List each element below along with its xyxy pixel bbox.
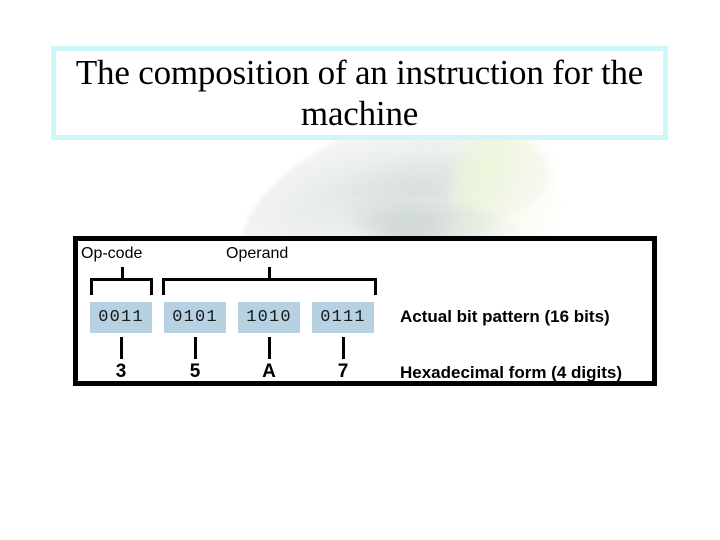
hex-digit: A xyxy=(262,361,276,382)
slide-title-box: The composition of an instruction for th… xyxy=(51,46,668,140)
nibble-hex-connector xyxy=(342,337,345,359)
nibble-box: 0011 xyxy=(90,302,152,333)
hexadecimal-caption: Hexadecimal form (4 digits) xyxy=(400,363,623,382)
hex-digit: 3 xyxy=(115,361,127,382)
instruction-format-diagram: Op-code Operand 0011 0101 1010 0111 3 5 … xyxy=(73,236,657,386)
operand-bracket-stem xyxy=(268,267,271,279)
nibble-box: 0111 xyxy=(312,302,374,333)
opcode-bracket xyxy=(90,278,153,295)
opcode-group-label: Op-code xyxy=(81,245,143,262)
nibble-hex-connector xyxy=(268,337,271,359)
hex-digit: 5 xyxy=(189,361,201,382)
nibble-hex-connector xyxy=(120,337,123,359)
bit-pattern-caption: Actual bit pattern (16 bits) xyxy=(400,307,610,326)
hex-digit: 7 xyxy=(337,361,349,382)
operand-group-label: Operand xyxy=(226,245,289,262)
nibble-box: 1010 xyxy=(238,302,300,333)
opcode-bracket-stem xyxy=(121,267,124,279)
page-title: The composition of an instruction for th… xyxy=(75,52,644,133)
diagram-content: Op-code Operand 0011 0101 1010 0111 3 5 … xyxy=(78,241,652,381)
nibble-hex-connector xyxy=(194,337,197,359)
nibble-box: 0101 xyxy=(164,302,226,333)
operand-bracket xyxy=(162,278,377,295)
